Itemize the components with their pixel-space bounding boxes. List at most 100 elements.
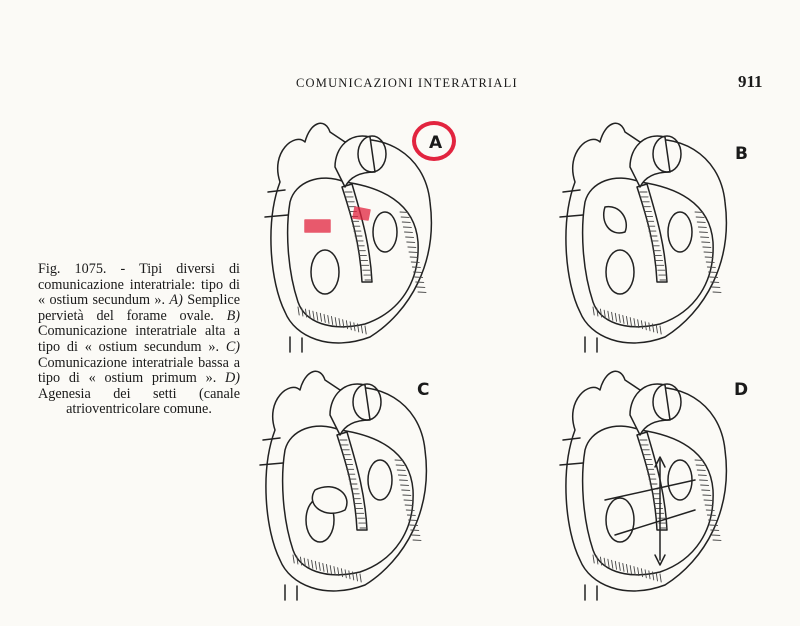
- wall-hatch: [329, 565, 332, 575]
- caption-intro: - Tipi diversi di comunicazione interatr…: [38, 261, 240, 309]
- wall-hatch: [348, 570, 351, 580]
- wall-hatch: [322, 562, 325, 572]
- wall-hatch: [622, 314, 625, 324]
- heart-chamber-outline: [281, 425, 414, 576]
- wall-hatch: [633, 318, 636, 328]
- wall-hatch: [611, 559, 614, 569]
- aorta-outline: [334, 135, 376, 188]
- wall-hatch: [360, 324, 363, 334]
- vessel-lines: [264, 189, 303, 353]
- wall-hatch: [633, 566, 636, 576]
- wall-hatch: [292, 554, 295, 564]
- wall-hatch: [314, 560, 317, 570]
- wall-hatch: [296, 555, 299, 565]
- wall-hatch: [345, 320, 349, 330]
- wall-hatch: [644, 569, 647, 579]
- valve-right: [367, 459, 393, 501]
- wall-hatch: [618, 561, 621, 571]
- wall-hatch: [297, 306, 300, 316]
- heart-chamber-outline: [581, 425, 714, 576]
- vessel-lines: [559, 189, 598, 353]
- aorta-outline: [329, 383, 371, 436]
- wall-hatch: [344, 569, 347, 579]
- heart-diagram-a: [264, 122, 432, 353]
- heart-outline: [265, 370, 427, 592]
- red-annotation: [304, 219, 331, 233]
- heart-outline: [565, 370, 727, 592]
- wall-hatch: [648, 570, 651, 580]
- caption-text-b: Comunicazione interatriale alta a tipo d…: [38, 323, 240, 355]
- wall-hatch: [592, 554, 595, 564]
- aorta-outline: [629, 383, 671, 436]
- heart-outline: [565, 122, 727, 344]
- valve-right: [667, 211, 693, 253]
- wall-hatch: [607, 310, 610, 320]
- running-header: COMUNICAZIONI INTERATRIALI: [296, 76, 518, 90]
- caption-text-a: Semplice pervietà del forame ovale.: [38, 292, 241, 324]
- wall-hatch: [353, 322, 356, 332]
- figure-label: Fig. 1075.: [38, 261, 107, 277]
- wall-hatch: [355, 572, 358, 582]
- wall-hatch: [307, 558, 310, 568]
- wall-hatch: [640, 568, 644, 578]
- wall-hatch: [599, 556, 603, 566]
- wall-hatch: [603, 557, 606, 567]
- arrow-head: [654, 554, 666, 566]
- aorta-opening: [652, 135, 682, 173]
- valve-left: [605, 249, 635, 295]
- heart-outline: [270, 122, 432, 344]
- panel-label-b: B: [735, 144, 748, 164]
- wall-hatch: [626, 316, 629, 325]
- red-annotation: [352, 206, 371, 221]
- aorta-opening: [357, 135, 387, 173]
- wall-hatch: [340, 568, 344, 578]
- aorta-opening: [352, 383, 382, 421]
- wall-hatch: [359, 573, 362, 583]
- aorta-opening: [652, 383, 682, 421]
- caption-text-d: Agenesia dei setti (canale atrioventrico…: [38, 385, 240, 418]
- septum-outline: [341, 183, 373, 283]
- wall-hatch: [312, 310, 315, 320]
- wall-hatch: [659, 325, 662, 335]
- caption-letter-a: A): [169, 292, 183, 309]
- flow-arrow: [614, 509, 696, 536]
- wall-hatch: [311, 559, 314, 569]
- wall-hatch: [659, 573, 662, 583]
- wall-hatch: [648, 322, 651, 332]
- valve-right: [372, 211, 398, 253]
- wall-hatch: [592, 306, 595, 316]
- wall-hatch: [622, 562, 625, 572]
- wall-hatch: [596, 555, 599, 565]
- wall-hatch: [299, 556, 303, 566]
- wall-hatch: [333, 566, 336, 576]
- vessel-lines: [259, 437, 298, 601]
- caption-text-c: Comunicazione interatriale bassa a tipo …: [38, 354, 240, 387]
- wall-hatch: [352, 571, 355, 581]
- panel-label-a: A: [429, 133, 443, 153]
- septal-defect-low: [311, 486, 348, 514]
- wall-hatch: [655, 324, 658, 334]
- wall-hatch: [326, 564, 329, 573]
- heart-diagram-b: [559, 122, 727, 353]
- heart-diagram-c: [259, 370, 427, 601]
- wall-hatch: [327, 314, 330, 324]
- wall-hatch: [652, 323, 655, 333]
- wall-hatch: [614, 312, 617, 322]
- heart-chamber-outline: [286, 177, 419, 328]
- heart-diagram-d: [559, 370, 727, 601]
- wall-hatch: [364, 325, 367, 335]
- caption-letter-c: C): [225, 338, 240, 355]
- wall-hatch: [614, 560, 617, 570]
- wall-hatch: [637, 319, 640, 329]
- wall-hatch: [301, 307, 304, 317]
- wall-hatch: [349, 321, 352, 331]
- flow-arrow: [604, 479, 696, 501]
- wall-hatch: [655, 572, 658, 582]
- wall-hatch: [629, 317, 632, 327]
- wall-hatch: [640, 320, 644, 330]
- septal-defect-high: [603, 205, 627, 234]
- wall-hatch: [599, 308, 603, 318]
- page-number: 911: [738, 72, 763, 91]
- septum-outline: [636, 431, 668, 531]
- valve-left: [310, 249, 340, 295]
